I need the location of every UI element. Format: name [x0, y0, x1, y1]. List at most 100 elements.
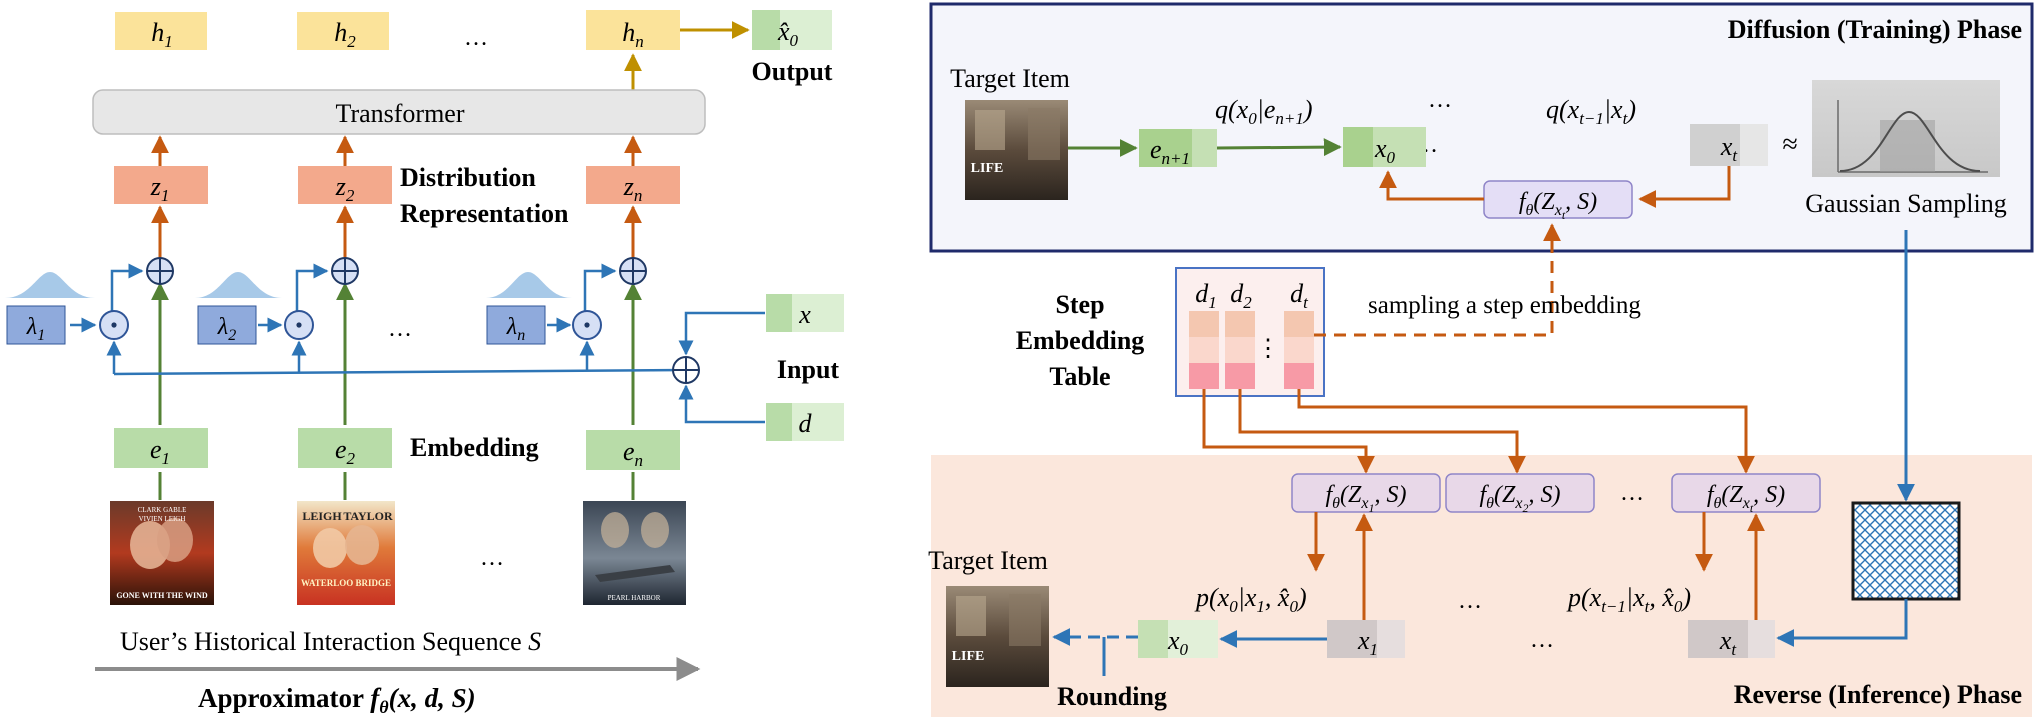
output-label: Output — [752, 57, 833, 86]
lambda2-box: λ2 — [197, 305, 257, 345]
step-column-dt — [1284, 311, 1314, 389]
input-d-box: d — [766, 403, 844, 441]
embedding-e1-box: e1 — [114, 428, 208, 468]
training-f-theta-box: fθ(Zxt, S) — [1483, 180, 1633, 222]
svg-text:fθ(Zx1, S): fθ(Zx1, S) — [1326, 482, 1407, 515]
plus-node-2 — [331, 257, 359, 285]
training-xt-box: xt — [1690, 124, 1768, 166]
table-label: Table — [1049, 362, 1110, 391]
svg-text:e1: e1 — [150, 435, 170, 468]
svg-text:xt: xt — [1719, 626, 1738, 659]
sampling-step-label: sampling a step embedding — [1368, 292, 1641, 319]
inference-ft-box: fθ(Zxt, S) — [1671, 473, 1821, 515]
training-phase-title: Diffusion (Training) Phase — [1728, 15, 2022, 44]
inference-p-dots: … — [1458, 588, 1482, 614]
en1-box: en+1 — [1139, 129, 1217, 168]
svg-text:d: d — [799, 409, 813, 438]
svg-text:x: x — [798, 300, 811, 329]
inference-phase-title: Reverse (Inference) Phase — [1734, 680, 2022, 709]
dt-label: dt — [1290, 279, 1309, 312]
svg-text:fθ(Zxt, S): fθ(Zxt, S) — [1707, 482, 1785, 515]
svg-text:Transformer: Transformer — [335, 99, 464, 128]
q-reverse-label: q(xt−1|xt) — [1546, 95, 1636, 128]
embedding-label: Embedding — [410, 433, 539, 462]
zn-box: zn — [586, 166, 680, 205]
svg-text:λn: λn — [506, 314, 525, 344]
step-column-d2 — [1225, 311, 1255, 389]
inference-phase-panel: Reverse (Inference) Phase fθ(Zx1, S) fθ(… — [928, 230, 2032, 717]
svg-text:λ1: λ1 — [26, 314, 45, 344]
svg-text:λ2: λ2 — [217, 314, 236, 344]
svg-text:en+1: en+1 — [1150, 135, 1190, 168]
output-h2-box: h2 — [297, 12, 389, 51]
step-embedding-table-section: Step Embedding Table d1 d2 dt ⋮ sampling… — [1016, 223, 1641, 397]
inference-xt-box: xt — [1688, 620, 1775, 659]
gaussian-sampling-label: Gaussian Sampling — [1805, 189, 2007, 218]
inference-f2-box: fθ(Zx2, S) — [1445, 473, 1595, 515]
approximator-section: h1 h2 … hn x̂0 Output Transformer — [5, 10, 844, 717]
lambda1-box: λ1 — [6, 305, 66, 345]
svg-text:x0: x0 — [1167, 626, 1189, 659]
approximator-label: Approximator fθ(x, d, S) — [198, 683, 476, 717]
svg-text:en: en — [623, 437, 643, 470]
svg-text:e2: e2 — [335, 435, 356, 468]
d2-to-f2-arrow — [1238, 389, 1526, 474]
embedding-e2-box: e2 — [298, 428, 392, 468]
p-step1-label: p(x0|x1, x̂0) — [1194, 583, 1307, 616]
en1-to-x0-arrow — [1216, 138, 1342, 157]
plus-node-n — [619, 257, 647, 285]
approx-symbol: ≈ — [1782, 129, 1797, 160]
inference-x1-box: x1 — [1327, 620, 1405, 659]
svg-text:x̂0: x̂0 — [777, 17, 799, 50]
embedding-table-label: Embedding — [1016, 326, 1145, 355]
step-vdots: ⋮ — [1256, 336, 1280, 362]
sampling-step-dashed-arrow — [1314, 223, 1561, 337]
poster-dots: … — [480, 545, 504, 571]
dt-to-ft-arrow — [1297, 389, 1755, 474]
z2-box: z2 — [298, 166, 392, 205]
svg-text:fθ(Zx2, S): fθ(Zx2, S) — [1480, 482, 1561, 515]
svg-text:LEIGH: LEIGH — [302, 509, 342, 523]
svg-text:fθ(Zxt, S): fθ(Zxt, S) — [1519, 189, 1597, 222]
noise-to-xt-arrow — [1776, 599, 1908, 647]
svg-text:CLARK GABLE: CLARK GABLE — [138, 506, 187, 514]
embedding-en-box: en — [586, 430, 680, 470]
z1-box: z1 — [114, 166, 208, 205]
training-x0-box: x0 — [1343, 127, 1426, 167]
output-h1-box: h1 — [115, 12, 207, 51]
inference-target-poster: LIFE — [946, 586, 1049, 687]
training-phase-panel: Diffusion (Training) Phase Target Item L… — [929, 2, 2034, 253]
d1-label: d1 — [1195, 279, 1217, 312]
svg-text:x1: x1 — [1357, 626, 1378, 659]
inference-f-dots: … — [1620, 480, 1644, 506]
poster-gone-with-the-wind: CLARK GABLE VIVIEN LEIGH GONE WITH THE W… — [110, 501, 214, 605]
poster-waterloo-bridge: LEIGH TAYLOR WATERLOO BRIDGE — [297, 501, 395, 605]
svg-text:h2: h2 — [334, 18, 356, 51]
inference-target-item-label: Target Item — [928, 546, 1048, 575]
inference-f1-box: fθ(Zx1, S) — [1291, 473, 1441, 515]
q-forward-label: q(x0|en+1) — [1215, 95, 1313, 128]
lambdan-gaussian — [486, 272, 572, 298]
sequence-label: User’s Historical Interaction Sequence S — [120, 627, 541, 656]
output-hn-box: hn — [586, 10, 680, 51]
poster-pearl-harbor: PEARL HARBOR — [583, 501, 686, 605]
p-stept-label: p(xt−1|xt, x̂0) — [1566, 583, 1691, 616]
svg-text:x0: x0 — [1374, 134, 1396, 167]
lambda1-gaussian — [5, 272, 95, 298]
representation-label: Representation — [400, 199, 569, 228]
svg-text:z2: z2 — [335, 172, 355, 205]
odot-node-1 — [99, 310, 129, 340]
training-dots-1: … — [1428, 87, 1452, 113]
noise-block — [1851, 501, 1961, 601]
step-column-d1 — [1189, 311, 1219, 389]
svg-text:GONE WITH THE WIND: GONE WITH THE WIND — [116, 591, 208, 600]
training-target-item-label: Target Item — [950, 64, 1070, 93]
svg-text:LIFE: LIFE — [971, 161, 1004, 176]
svg-text:zn: zn — [623, 172, 643, 205]
svg-text:PEARL HARBOR: PEARL HARBOR — [608, 594, 661, 602]
f-theta-to-x0-arrow — [1379, 170, 1484, 201]
training-target-poster: LIFE — [965, 100, 1068, 200]
distribution-label: Distribution — [400, 163, 536, 192]
plus-node-input — [672, 356, 700, 384]
